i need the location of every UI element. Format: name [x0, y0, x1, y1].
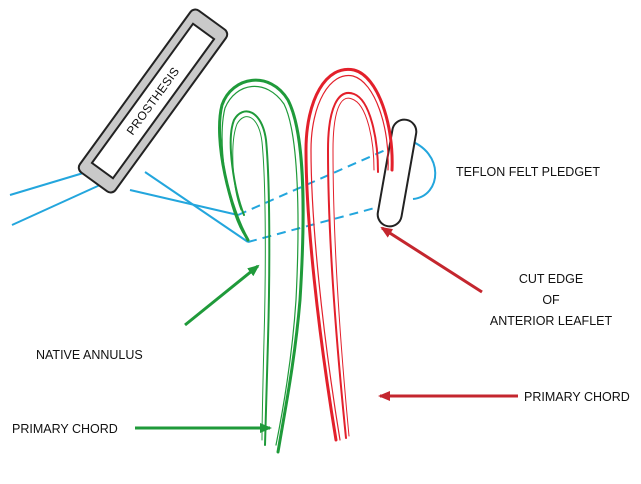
anterior-leaflet-red: [306, 69, 392, 440]
label-cut-edge-line2: OF: [542, 293, 560, 307]
arrows: [135, 228, 518, 428]
label-cut-edge-line1: CUT EDGE: [519, 272, 583, 286]
arrow-cut-edge: [382, 228, 482, 292]
red-inner-curve-b: [333, 98, 374, 436]
label-teflon-felt-pledget: TEFLON FELT PLEDGET: [456, 165, 600, 179]
prosthesis: PROSTHESIS: [76, 7, 229, 195]
label-primary-chord-left: PRIMARY CHORD: [12, 422, 118, 436]
red-inner-curve: [328, 93, 378, 438]
red-outer-curve-b: [311, 75, 388, 440]
arrow-native-annulus: [185, 266, 258, 325]
suture-dashed-upper: [238, 148, 390, 215]
green-inner-curve-b: [233, 117, 266, 440]
label-native-annulus: NATIVE ANNULUS: [36, 348, 143, 362]
label-cut-edge-line3: ANTERIOR LEAFLET: [490, 314, 613, 328]
suture-diagonal-upper: [130, 190, 238, 215]
red-outer-curve: [306, 69, 392, 440]
teflon-pledget: [376, 118, 418, 229]
label-primary-chord-right: PRIMARY CHORD: [524, 390, 630, 404]
native-leaflet-green: [220, 80, 304, 452]
